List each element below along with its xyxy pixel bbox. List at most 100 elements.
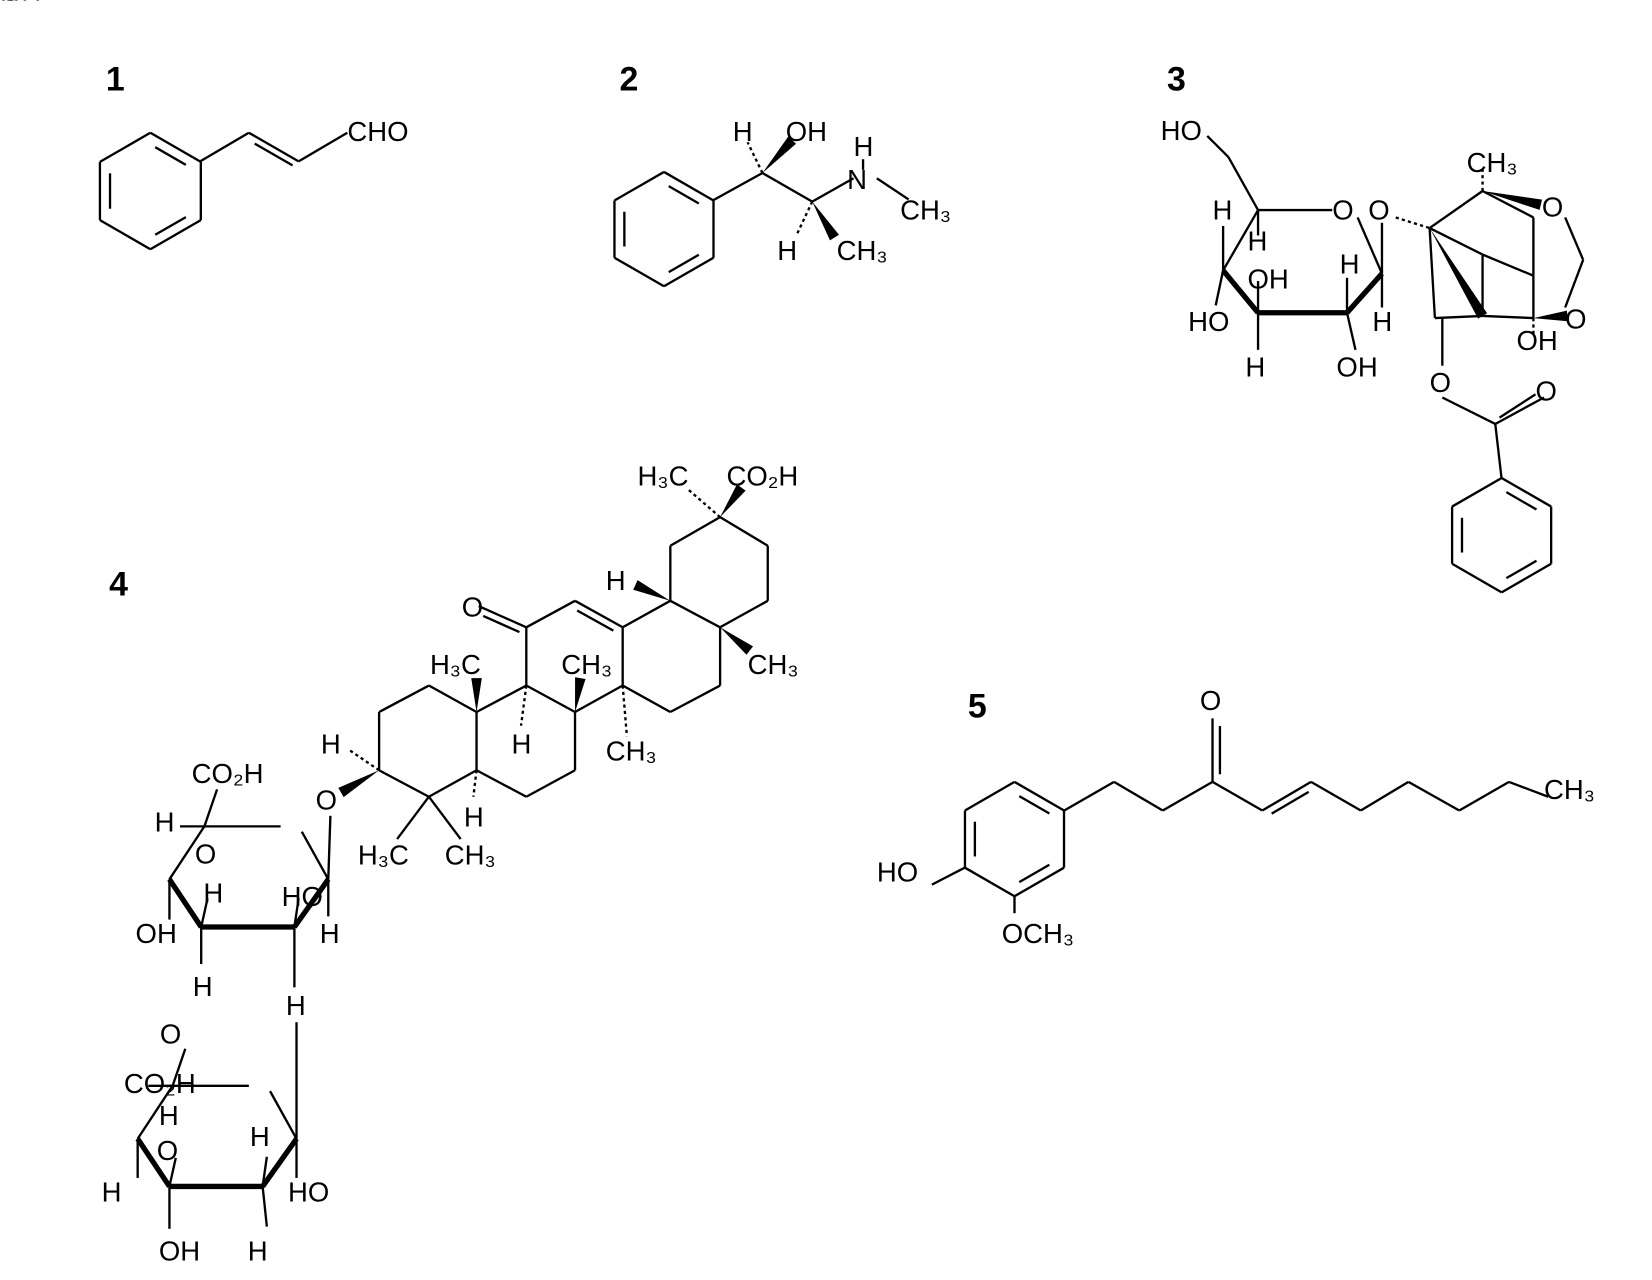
bond — [1360, 780, 1410, 812]
wedge-bond — [1533, 310, 1568, 322]
bond — [171, 1048, 187, 1087]
bond — [1013, 780, 1065, 812]
compound-number: 2 — [620, 60, 639, 98]
atom-label: OH — [1516, 325, 1557, 356]
aromatic-inner-bond — [1018, 795, 1050, 815]
bond — [168, 825, 206, 880]
bond — [99, 219, 151, 251]
atom-label: HO — [282, 881, 323, 912]
atom-label: HO — [288, 1176, 329, 1207]
bond — [574, 599, 624, 629]
atom-label: CH₃ — [1467, 147, 1518, 178]
atom-label: H — [511, 728, 531, 759]
bond — [199, 131, 250, 163]
bond — [1564, 217, 1585, 261]
atom-label: OH — [0, 0, 41, 6]
atom-label: H — [321, 728, 341, 759]
atom-label: H₃C — [430, 649, 481, 680]
bond — [427, 796, 462, 840]
atom-label: H — [464, 801, 484, 832]
bond — [663, 170, 715, 202]
atom-label: H₃C — [638, 460, 689, 491]
bond — [248, 131, 300, 163]
bond — [1222, 209, 1260, 272]
atom-label: H — [733, 116, 753, 147]
bond — [1214, 270, 1225, 306]
aromatic-inner-bond — [154, 216, 187, 236]
atom-label: H — [203, 878, 223, 909]
atom-label: CH₃ — [837, 235, 888, 266]
atom-label: CH₃ — [561, 649, 612, 680]
aromatic-inner-bond — [1505, 559, 1538, 580]
bond — [1458, 780, 1510, 812]
atom-label: H — [320, 918, 340, 949]
bonds-layer — [98, 131, 1585, 1229]
wedge-bond — [812, 201, 839, 241]
atom-label: O — [1430, 367, 1451, 398]
bond — [1206, 135, 1230, 158]
atom-label: O — [1542, 191, 1563, 222]
bond — [1482, 253, 1534, 277]
bond — [99, 131, 151, 163]
bond — [574, 684, 624, 714]
atom-label: O — [1200, 685, 1221, 716]
bond — [478, 605, 527, 629]
hashed-bond — [348, 749, 380, 772]
hashed-bond — [621, 685, 629, 737]
bond — [168, 1157, 177, 1187]
bond — [1434, 314, 1483, 320]
bond — [669, 599, 721, 629]
bond — [663, 256, 715, 288]
bond — [261, 1156, 269, 1187]
bond — [525, 684, 576, 714]
double-bond-inner — [1271, 790, 1310, 815]
compound-number: 4 — [109, 566, 128, 604]
hashed-bond — [795, 201, 814, 236]
hashed-bond — [687, 488, 721, 519]
bond — [622, 599, 671, 629]
wedge-bond — [1429, 228, 1488, 319]
atom-label: CH₃ — [900, 195, 951, 226]
double-bond-inner — [482, 614, 520, 634]
atom-label: H — [777, 235, 797, 266]
bond — [475, 684, 527, 714]
atom-label: O — [160, 1018, 181, 1049]
atom-label: O — [316, 784, 337, 815]
bond — [200, 898, 209, 928]
bond — [135, 1137, 172, 1188]
wedge-bond — [720, 627, 754, 655]
bond — [1508, 780, 1549, 798]
atom-label: O — [157, 1135, 178, 1166]
wedge-bond — [720, 484, 746, 518]
atom-label: O — [1332, 195, 1353, 226]
bond — [327, 815, 332, 880]
bond — [1261, 780, 1312, 812]
atom-label: H — [0, 0, 20, 6]
atom-label: CHO — [347, 116, 408, 147]
wedge-bond — [471, 678, 482, 713]
atom-label: OH — [136, 918, 177, 949]
atom-label: CH₃ — [606, 736, 657, 767]
bond — [396, 796, 430, 840]
bond — [428, 684, 478, 714]
bond — [1494, 396, 1545, 425]
bond — [1451, 562, 1503, 594]
atom-label: H — [286, 990, 306, 1021]
bond — [261, 1186, 269, 1227]
hashed-bond — [472, 770, 478, 797]
bond — [1162, 780, 1214, 812]
bond — [761, 171, 813, 203]
double-bond-inner — [576, 609, 614, 632]
atom-label: OCH₃ — [1002, 918, 1074, 949]
bond — [167, 877, 204, 929]
bond — [712, 171, 764, 202]
bond — [931, 866, 966, 886]
bond — [149, 219, 202, 251]
bond — [1451, 476, 1503, 508]
compound-number: 1 — [106, 60, 125, 98]
bond — [300, 831, 330, 880]
wedge-bond — [762, 136, 797, 173]
bond — [1013, 866, 1065, 898]
bond — [669, 516, 721, 547]
bond — [293, 898, 300, 928]
